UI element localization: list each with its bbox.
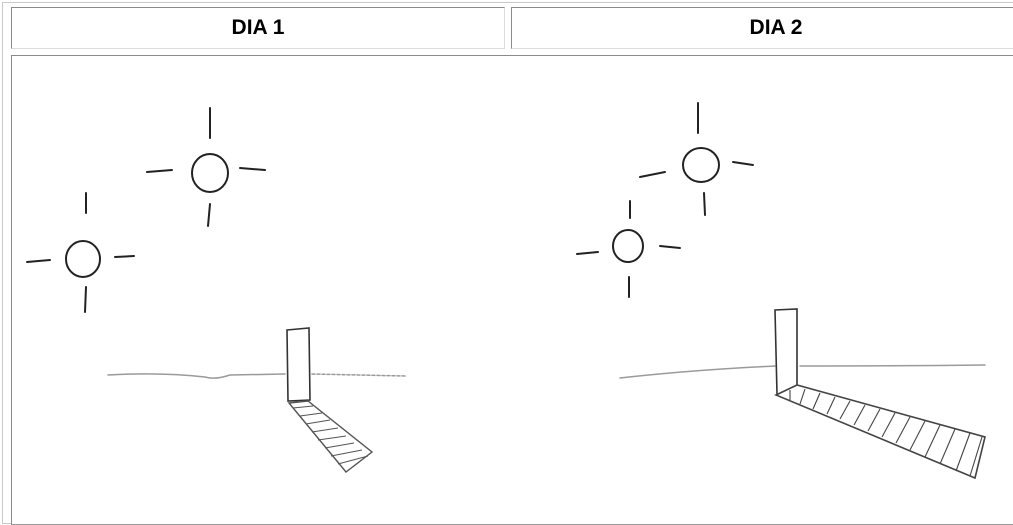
pole-shadow-dia-2 — [775, 309, 985, 478]
sun-icon — [147, 108, 265, 226]
sun-icon — [27, 193, 134, 312]
sketch-drawing — [0, 0, 1013, 506]
pole-shadow-dia-1 — [287, 328, 372, 472]
sun-icon — [640, 103, 753, 215]
ground-line — [108, 365, 985, 378]
sun-icon — [577, 201, 680, 297]
